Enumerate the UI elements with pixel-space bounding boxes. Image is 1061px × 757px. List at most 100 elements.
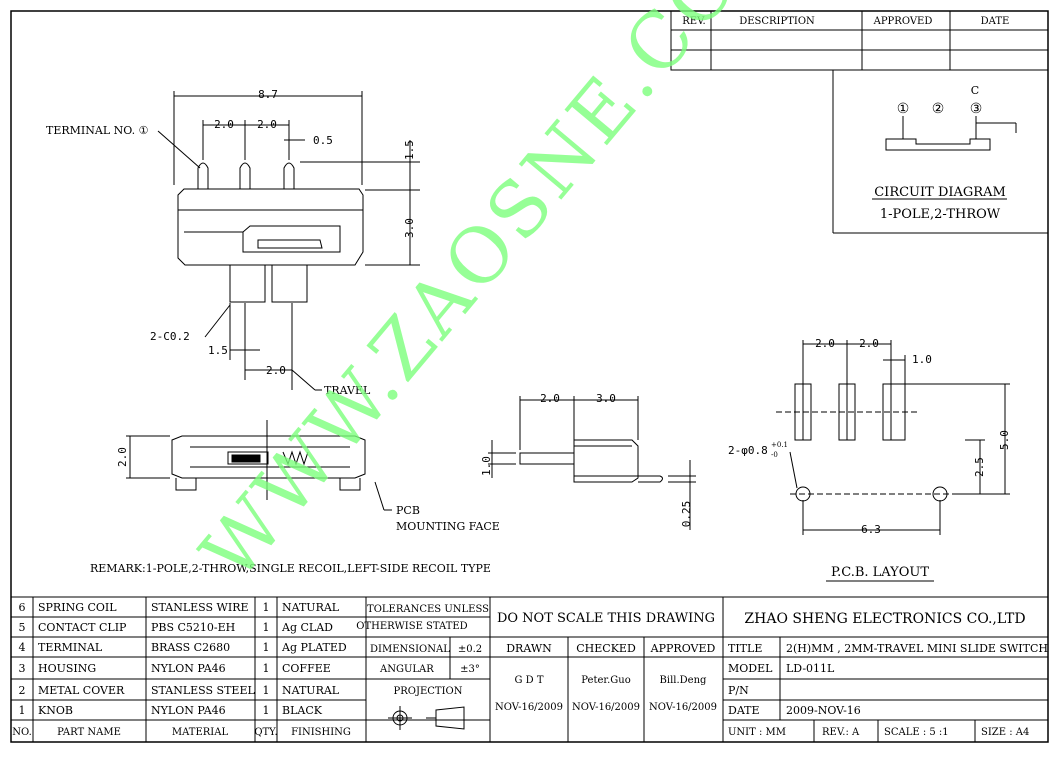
checked-date: NOV-16/2009	[572, 702, 640, 713]
circuit-terminal-1: ①	[897, 101, 910, 117]
tolerance-title-1: TOLERANCES UNLESS	[367, 604, 489, 615]
do-not-scale-note: DO NOT SCALE THIS DRAWING	[497, 611, 715, 626]
circuit-label-c: C	[971, 84, 979, 97]
knob-width-dim: 1.5	[208, 344, 228, 357]
pcb-layout-title: P.C.B. LAYOUT	[831, 565, 929, 580]
tolerance-dim-label: DIMENSIONAL	[370, 644, 450, 655]
tolerance-title-2: OTHERWISE STATED	[356, 621, 467, 632]
chamfer-dim: 2-C0.2	[150, 330, 190, 343]
projection-symbol	[388, 706, 465, 730]
model-label: MODEL	[728, 662, 773, 675]
pin-pitch-a-dim: 2.0	[214, 118, 234, 131]
checked-name: Peter.Guo	[581, 675, 630, 686]
bom-rows: 6 SPRING COIL STANLESS WIRE 1 NATURAL 5 …	[12, 601, 351, 738]
pin-length-dim: 1.5	[403, 140, 416, 160]
bom-qty: 1	[263, 601, 270, 614]
bom-qty: 1	[263, 641, 270, 654]
travel-label: TRAVEL	[324, 384, 371, 397]
pcb-pitch-b-dim: 2.0	[859, 337, 879, 350]
bom-part: METAL COVER	[38, 684, 125, 697]
pcb-pitch-a-dim: 2.0	[815, 337, 835, 350]
side-view-drawing	[488, 396, 696, 530]
bom-no: 4	[19, 641, 26, 654]
pcb-height-dim: 5.0	[998, 430, 1011, 450]
side-dim-b: 3.0	[596, 392, 616, 405]
circuit-title: CIRCUIT DIAGRAM	[874, 185, 1006, 200]
date-value: 2009-NOV-16	[786, 704, 861, 717]
front-view-drawing	[157, 91, 420, 391]
model-value: LD-011L	[786, 662, 835, 675]
bom-finish: BLACK	[282, 704, 323, 717]
projection-label: PROJECTION	[394, 686, 463, 697]
bom-material: NYLON PA46	[151, 704, 226, 717]
bom-part: TERMINAL	[38, 641, 103, 654]
bom-part: KNOB	[38, 704, 73, 717]
pin-width-dim: 0.5	[313, 134, 333, 147]
remark-text: REMARK:1-POLE,2-THROW,SINGLE RECOIL,LEFT…	[90, 562, 491, 575]
bom-material: BRASS C2680	[151, 641, 230, 654]
bottom-view-drawing	[126, 420, 392, 511]
bom-header-part: PART NAME	[57, 727, 121, 738]
side-thickness-dim: 0.25	[680, 501, 693, 528]
sheet-border	[10, 10, 1049, 743]
bom-no: 3	[19, 662, 26, 675]
size-value: SIZE : A4	[981, 727, 1029, 738]
bom-header-no: NO.	[12, 727, 32, 738]
circuit-diagram-box	[832, 70, 1048, 234]
tolerance-ang-val: ±3°	[460, 664, 480, 675]
circuit-terminal-2: ②	[932, 101, 945, 117]
height-dim: 3.0	[403, 218, 416, 238]
bom-part: HOUSING	[38, 662, 96, 675]
bom-material: STANLESS WIRE	[151, 601, 249, 614]
bom-qty: 1	[263, 621, 270, 634]
date-label: DATE	[728, 704, 760, 717]
pcb-offset-dim: 2.5	[973, 457, 986, 477]
pn-label: P/N	[728, 684, 749, 697]
terminal-no-label: TERMINAL NO. ①	[46, 124, 149, 137]
approved-date: NOV-16/2009	[649, 702, 717, 713]
approved-name: Bill.Deng	[660, 675, 707, 686]
pcb-label: PCB	[396, 504, 420, 517]
company-name: ZHAO SHENG ELECTRONICS CO.,LTD	[744, 611, 1025, 627]
bom-part: CONTACT CLIP	[38, 621, 127, 634]
checked-header: CHECKED	[576, 642, 636, 655]
drawn-name: G D T	[514, 675, 543, 686]
scale-value: SCALE : 5 :1	[884, 727, 949, 738]
bom-finish: Ag PLATED	[281, 641, 347, 654]
pcb-hole-tol-plus: +0.1	[771, 441, 788, 449]
bom-no: 2	[19, 684, 26, 697]
tolerance-ang-label: ANGULAR	[379, 664, 434, 675]
bom-material: STANLESS STEEL	[151, 684, 255, 697]
bom-finish: Ag CLAD	[281, 621, 333, 634]
pcb-layout-drawing	[776, 340, 1010, 582]
approved-header: APPROVED	[650, 642, 716, 655]
pin-pitch-b-dim: 2.0	[257, 118, 277, 131]
bom-part: SPRING COIL	[38, 601, 117, 614]
description-header: DESCRIPTION	[739, 16, 815, 27]
circuit-contact-bar	[885, 138, 991, 151]
bom-no: 5	[19, 621, 26, 634]
pcb-pad-dim: 1.0	[912, 353, 932, 366]
bom-qty: 1	[263, 704, 270, 717]
pcb-hole-dim: 2-φ0.8	[728, 444, 768, 457]
pcb-span-dim: 6.3	[861, 523, 881, 536]
revision-block	[670, 10, 1049, 71]
drawn-header: DRAWN	[506, 642, 552, 655]
bom-material: NYLON PA46	[151, 662, 226, 675]
bom-finish: NATURAL	[282, 601, 340, 614]
drawn-date: NOV-16/2009	[495, 702, 563, 713]
bom-material: PBS C5210-EH	[151, 621, 235, 634]
bottom-height-dim: 2.0	[116, 447, 129, 467]
circuit-terminal-3: ③	[970, 101, 983, 117]
overall-width-dim: 8.7	[258, 88, 278, 101]
approved-header: APPROVED	[873, 16, 933, 27]
bom-qty: 1	[263, 684, 270, 697]
side-height-dim: 1.0	[480, 456, 493, 476]
bom-finish: COFFEE	[282, 662, 331, 675]
title-label: TITLE	[728, 642, 762, 655]
side-dim-a: 2.0	[540, 392, 560, 405]
travel-dim: 2.0	[266, 364, 286, 377]
bom-finish: NATURAL	[282, 684, 340, 697]
circuit-subtitle: 1-POLE,2-THROW	[880, 207, 1001, 222]
